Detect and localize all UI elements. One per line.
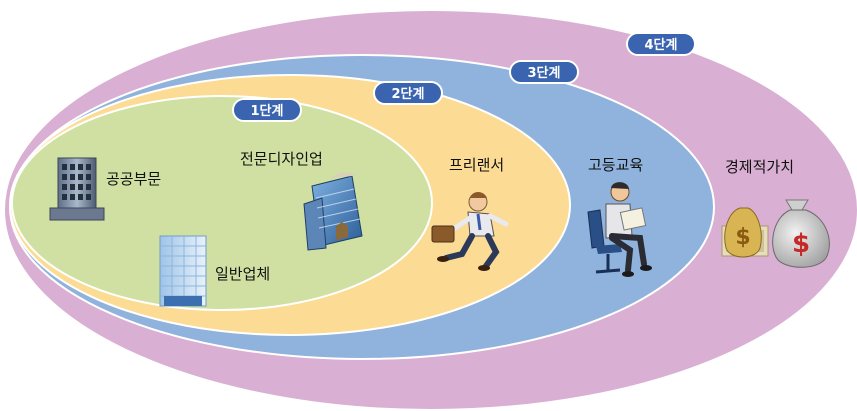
svg-text:$: $ — [792, 229, 810, 259]
design-building-icon — [303, 172, 363, 251]
stage-4-badge-label: 4단계 — [645, 37, 678, 53]
general-company-label: 일반업체 — [215, 265, 270, 283]
money-bags-icon: $ $ — [721, 199, 830, 268]
stage-3-badge: 3단계 — [509, 60, 579, 84]
public-sector-label: 공공부문 — [106, 170, 161, 188]
stage-1-badge-label: 1단계 — [251, 103, 284, 119]
economic-value-label: 경제적가치 — [725, 158, 794, 176]
stage-1-badge: 1단계 — [232, 98, 302, 122]
skyscraper-icon — [159, 235, 207, 307]
freelancer-label: 프리랜서 — [449, 156, 504, 174]
running-businessman-icon — [431, 192, 509, 271]
stage-2-badge-label: 2단계 — [392, 86, 425, 102]
svg-text:$: $ — [735, 225, 750, 250]
stage-3-badge-label: 3단계 — [528, 65, 561, 81]
office-building-icon — [49, 157, 105, 221]
higher-education-label: 고등교육 — [588, 156, 643, 174]
student-reading-icon — [587, 182, 652, 277]
stage-4-badge: 4단계 — [626, 32, 696, 56]
stage-1-area — [11, 95, 433, 311]
design-specialist-label: 전문디자인업 — [240, 150, 323, 168]
stage-2-badge: 2단계 — [373, 81, 443, 105]
